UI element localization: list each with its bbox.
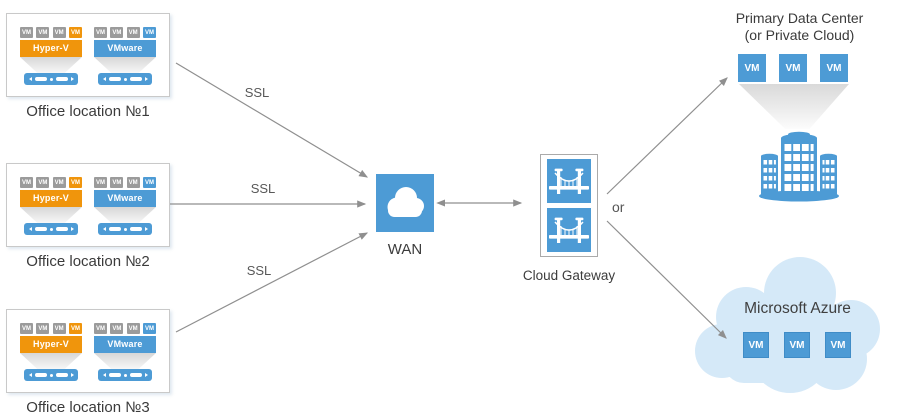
vm-chip: VM [126,323,140,334]
hyperv-group: VM VM VM VM Hyper-V [20,323,82,392]
vm-box: VM [825,332,851,358]
hyperv-group: VM VM VM VM Hyper-V [20,27,82,96]
funnel [94,353,156,369]
ssl-label-3: SSL [246,263,272,278]
hyperv-bar: Hyper-V [20,336,82,353]
office-label: Office location №3 [26,399,150,416]
vm-chip-row: VM VM VM VM [20,177,82,188]
funnel [94,207,156,223]
server-icon [98,369,152,381]
vm-chip: VM [94,177,107,188]
vm-chip: VM [36,177,50,188]
vm-chip-accent: VM [68,27,82,38]
hyperv-group: VM VM VM VM Hyper-V [20,177,82,246]
vm-chip: VM [110,177,124,188]
vm-box: VM [784,332,810,358]
azure-vm-row: VM VM VM [743,332,851,358]
office-location-1: VM VM VM VM Hyper-V VM VM VM VM VMw [6,13,170,120]
vm-chip-row: VM VM VM VM [94,323,156,334]
ssl-label-1: SSL [244,85,270,100]
vm-chip: VM [94,27,107,38]
vm-chip-accent: VM [142,177,156,188]
hyperv-bar: Hyper-V [20,40,82,57]
or-label: or [612,199,625,215]
funnel [20,57,82,73]
vm-box: VM [820,54,848,82]
datacenter-building-icon [753,126,845,207]
wan-node [376,174,434,232]
vm-chip-accent: VM [142,323,156,334]
hyperv-bar: Hyper-V [20,190,82,207]
server-icon [24,223,78,235]
vm-chip: VM [52,323,66,334]
primary-dc-title: Primary Data Center (or Private Cloud) [700,10,899,44]
vm-chip-row: VM VM VM VM [20,27,82,38]
vmware-group: VM VM VM VM VMware [94,27,156,96]
vm-box: VM [743,332,769,358]
funnel [20,207,82,223]
arrow-office1-wan [175,62,369,178]
vm-chip: VM [110,323,124,334]
office-label: Office location №1 [26,103,150,120]
arrow-gateway-pdc [606,77,728,195]
vm-chip-accent: VM [68,177,82,188]
vm-chip: VM [94,323,107,334]
primary-dc-title-line2: (or Private Cloud) [744,27,855,43]
vm-chip-accent: VM [68,323,82,334]
vm-chip: VM [20,177,33,188]
cloud-gateway-node [540,154,598,257]
cloud-icon [387,187,424,217]
server-icon [98,223,152,235]
cloud-gateway-label: Cloud Gateway [522,268,616,283]
gateway-bridge-icon [547,159,591,203]
vm-chip: VM [20,323,33,334]
vm-chip: VM [36,323,50,334]
server-icon [98,73,152,85]
vm-chip-row: VM VM VM VM [94,27,156,38]
funnel [94,57,156,73]
vm-chip: VM [52,27,66,38]
vm-chip: VM [36,27,50,38]
vm-box: VM [738,54,766,82]
office-box: VM VM VM VM Hyper-V VM VM VM VM VMw [6,163,170,247]
primary-dc-vm-row: VM VM VM [738,54,848,82]
vmware-group: VM VM VM VM VMware [94,177,156,246]
vm-box: VM [779,54,807,82]
office-box: VM VM VM VM Hyper-V VM VM VM VM VMw [6,309,170,393]
vm-chip-accent: VM [142,27,156,38]
vmware-bar: VMware [94,336,156,353]
office-location-2: VM VM VM VM Hyper-V VM VM VM VM VMw [6,163,170,270]
vmware-bar: VMware [94,40,156,57]
primary-dc-title-line1: Primary Data Center [735,10,864,26]
office-label: Office location №2 [26,253,150,270]
vm-chip-row: VM VM VM VM [20,323,82,334]
vm-chip: VM [52,177,66,188]
vm-chip-row: VM VM VM VM [94,177,156,188]
vm-chip: VM [110,27,124,38]
server-icon [24,73,78,85]
arrow-office3-wan [175,232,369,333]
azure-cloud-shape [694,255,886,402]
vm-chip: VM [126,27,140,38]
vmware-group: VM VM VM VM VMware [94,323,156,392]
vm-chip: VM [126,177,140,188]
funnel [739,84,849,129]
server-icon [24,369,78,381]
funnel [20,353,82,369]
vm-chip: VM [20,27,33,38]
vmware-bar: VMware [94,190,156,207]
ssl-label-2: SSL [250,181,276,196]
gateway-bridge-icon [547,208,591,252]
azure-label: Microsoft Azure [744,300,851,317]
office-location-3: VM VM VM VM Hyper-V VM VM VM VM VMw [6,309,170,416]
office-box: VM VM VM VM Hyper-V VM VM VM VM VMw [6,13,170,97]
wan-label: WAN [387,241,423,258]
